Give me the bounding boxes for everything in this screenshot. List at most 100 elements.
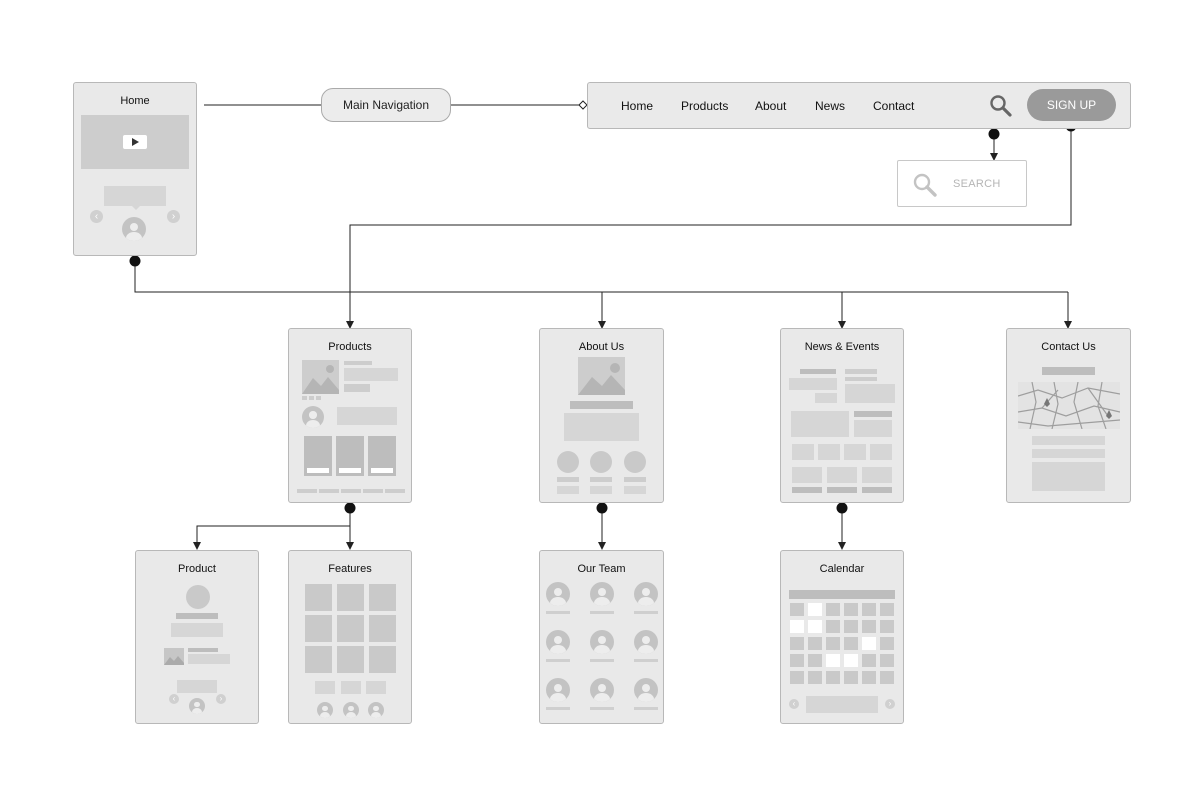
search-icon (913, 173, 937, 197)
team-member-avatar (634, 678, 658, 702)
screen-title: Calendar (819, 563, 865, 575)
calendar-day (880, 603, 894, 616)
calendar-day (790, 671, 804, 684)
calendar-day (826, 603, 840, 616)
calendar-day (844, 671, 858, 684)
screen-title: Contact Us (1041, 341, 1096, 353)
screen-news-events: News & Events (780, 328, 904, 503)
team-member-avatar (590, 582, 614, 606)
calendar-day (826, 654, 840, 667)
nav-item-about[interactable]: About (755, 99, 787, 113)
calendar-day (808, 620, 822, 633)
calendar-day (808, 603, 822, 616)
sign-up-button[interactable]: SIGN UP (1027, 89, 1116, 121)
navbar: Home Products About News Contact SIGN UP (587, 82, 1131, 129)
chevron-right-icon[interactable]: › (216, 694, 226, 704)
screen-product: Product ‹ › (135, 550, 259, 724)
calendar-day (844, 637, 858, 650)
team-member-avatar (546, 582, 570, 606)
feature-tile (369, 646, 396, 673)
screen-home: Home ‹ › (73, 82, 197, 256)
feature-tile (337, 646, 364, 673)
avatar-icon (317, 702, 333, 718)
screen-title: Product (178, 563, 216, 575)
team-photo (624, 451, 646, 473)
team-member-name (634, 707, 658, 710)
feature-tile (337, 584, 364, 611)
calendar-day (880, 637, 894, 650)
calendar-day (808, 654, 822, 667)
calendar-day (880, 654, 894, 667)
play-icon (123, 135, 147, 149)
comment-bubble (337, 407, 397, 425)
avatar-icon (368, 702, 384, 718)
calendar-day (790, 654, 804, 667)
feature-tile (369, 615, 396, 642)
team-member-avatar (546, 630, 570, 654)
team-member-avatar (590, 678, 614, 702)
avatar-icon (189, 698, 205, 714)
calendar-day (790, 620, 804, 633)
calendar-day (826, 620, 840, 633)
calendar-day (862, 603, 876, 616)
speech-bubble (177, 680, 217, 693)
chevron-left-icon[interactable]: ‹ (169, 694, 179, 704)
calendar-day (808, 637, 822, 650)
team-member-name (546, 659, 570, 662)
chevron-right-icon[interactable]: › (167, 210, 180, 223)
screen-title: Home (120, 95, 150, 107)
chevron-right-icon[interactable]: › (885, 699, 895, 709)
team-member-name (546, 707, 570, 710)
connector-home-sections (134, 261, 1068, 293)
screen-about-us: About Us (539, 328, 664, 503)
image-icon (578, 357, 625, 395)
team-member-avatar (634, 582, 658, 606)
feature-tile (337, 615, 364, 642)
calendar-day (862, 654, 876, 667)
nav-item-news[interactable]: News (815, 99, 846, 113)
calendar-day (790, 637, 804, 650)
team-member-name (590, 611, 614, 614)
team-member-name (590, 659, 614, 662)
team-photo (557, 451, 579, 473)
avatar-icon (343, 702, 359, 718)
calendar-day (826, 637, 840, 650)
chevron-left-icon[interactable]: ‹ (789, 699, 799, 709)
team-member-avatar (546, 678, 570, 702)
feature-tile (305, 615, 332, 642)
team-member-avatar (634, 630, 658, 654)
screen-our-team: Our Team (539, 550, 664, 724)
feature-tile (369, 584, 396, 611)
nav-item-home[interactable]: Home (621, 99, 654, 113)
image-icon (164, 648, 184, 665)
calendar-day (862, 671, 876, 684)
chevron-left-icon[interactable]: ‹ (90, 210, 103, 223)
calendar-day (880, 620, 894, 633)
screen-title: News & Events (804, 341, 880, 353)
calendar-day (844, 620, 858, 633)
search-icon[interactable] (989, 94, 1013, 118)
nav-item-contact[interactable]: Contact (873, 99, 915, 113)
team-member-name (590, 707, 614, 710)
screen-contact-us: Contact Us (1006, 328, 1131, 503)
avatar-icon (302, 406, 324, 428)
connector-signup-products (346, 126, 1072, 329)
avatar-icon (122, 217, 146, 241)
image-icon (302, 360, 339, 394)
calendar-day (862, 620, 876, 633)
screen-title: Features (328, 563, 372, 575)
team-member-name (634, 611, 658, 614)
nav-item-products[interactable]: Products (681, 99, 729, 113)
connector-products-children (193, 508, 351, 550)
screen-features: Features (288, 550, 412, 724)
search-input[interactable]: SEARCH (897, 160, 1027, 207)
calendar-day (844, 654, 858, 667)
feature-tile (305, 584, 332, 611)
screen-title: Products (328, 341, 372, 353)
search-placeholder: SEARCH (953, 178, 1001, 190)
team-member-name (546, 611, 570, 614)
screen-title: About Us (578, 341, 625, 353)
team-member-avatar (590, 630, 614, 654)
team-photo (590, 451, 612, 473)
screen-title: Our Team (577, 563, 626, 575)
